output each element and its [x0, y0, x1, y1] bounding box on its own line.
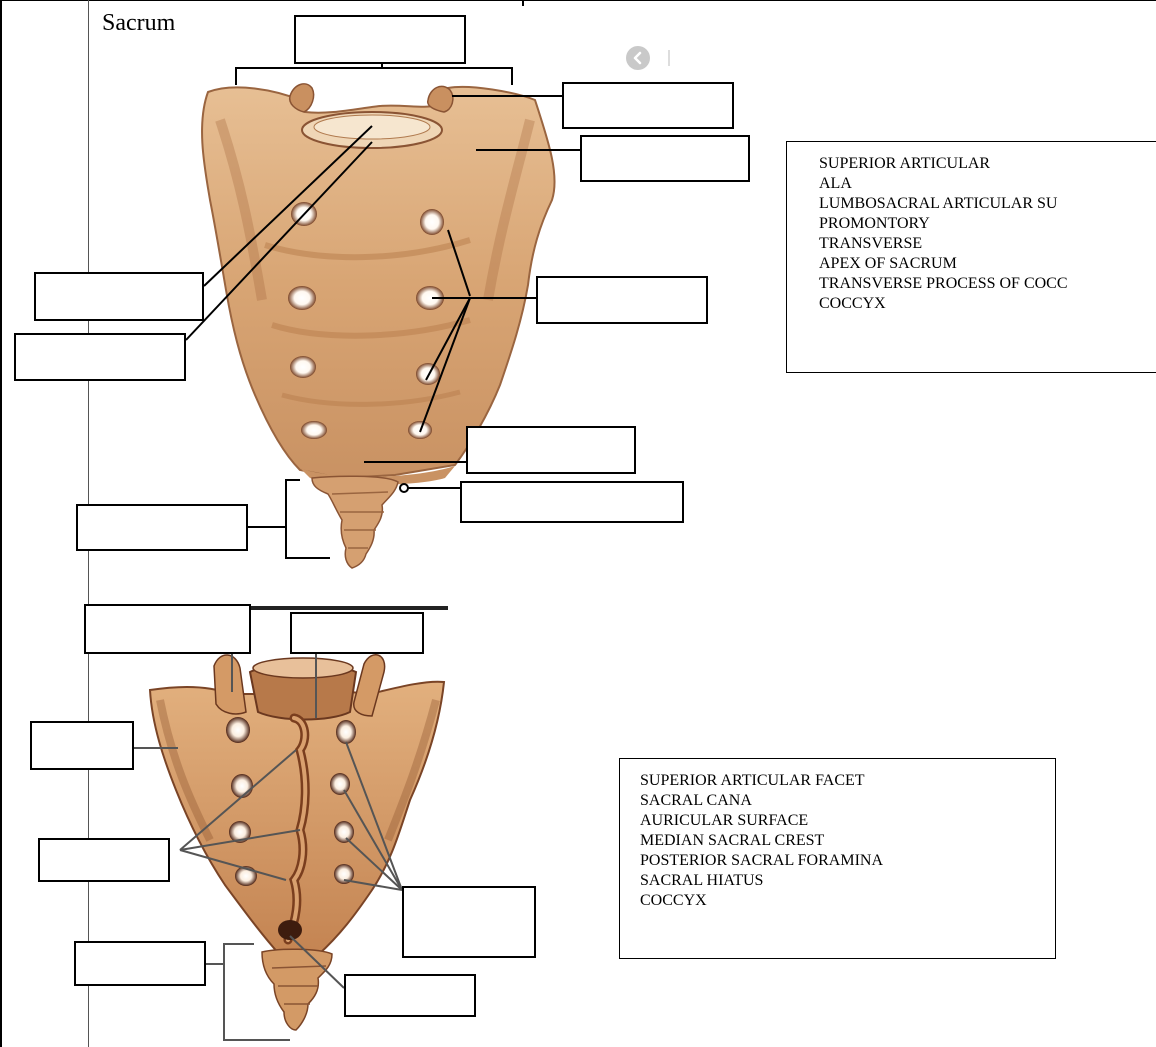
- word-bank-term: SACRAL HIATUS: [640, 871, 1055, 891]
- label-box-foramina[interactable]: [536, 276, 708, 324]
- label-box-median-sacral-crest[interactable]: [38, 838, 170, 882]
- label-box-sacral-hiatus[interactable]: [344, 974, 476, 1017]
- anterior-word-bank: SUPERIOR ARTICULAR ALA LUMBOSACRAL ARTIC…: [786, 141, 1156, 373]
- posterior-word-bank: SUPERIOR ARTICULAR FACET SACRAL CANA AUR…: [619, 758, 1056, 959]
- word-bank-term: AURICULAR SURFACE: [640, 811, 1055, 831]
- word-bank-term: TRANSVERSE PROCESS OF COCC: [819, 274, 1156, 294]
- label-box-posterior-sacral-foramina[interactable]: [402, 886, 536, 958]
- label-box-base[interactable]: [294, 15, 466, 64]
- label-box-superior-articular[interactable]: [562, 82, 734, 129]
- word-bank-term: LUMBOSACRAL ARTICULAR SU: [819, 194, 1156, 214]
- word-bank-term: POSTERIOR SACRAL FORAMINA: [640, 851, 1055, 871]
- posterior-coccyx: [262, 949, 332, 1030]
- label-box-promontory[interactable]: [14, 333, 186, 381]
- word-bank-term: PROMONTORY: [819, 214, 1156, 234]
- left-superior-articular-facet: [214, 655, 246, 714]
- word-bank-term: APEX OF SACRUM: [819, 254, 1156, 274]
- label-box-apex[interactable]: [466, 426, 636, 474]
- label-box-transverse-process-coccyx[interactable]: [460, 481, 684, 523]
- label-box-coccyx[interactable]: [76, 504, 248, 551]
- word-bank-term: COCCYX: [640, 891, 1055, 911]
- label-box-superior-articular-facet[interactable]: [84, 604, 251, 654]
- label-box-posterior-coccyx[interactable]: [74, 941, 206, 986]
- posterior-foramen: [231, 774, 253, 798]
- posterior-foramen: [336, 720, 356, 744]
- image-divider: [250, 606, 448, 610]
- word-bank-term: MEDIAN SACRAL CREST: [640, 831, 1055, 851]
- label-box-auricular-surface[interactable]: [30, 721, 134, 770]
- word-bank-term: ALA: [819, 174, 1156, 194]
- word-bank-term: SUPERIOR ARTICULAR: [819, 154, 1156, 174]
- label-box-ala[interactable]: [580, 135, 750, 182]
- word-bank-term: TRANSVERSE: [819, 234, 1156, 254]
- label-box-lumbosacral[interactable]: [34, 272, 204, 321]
- word-bank-term: SUPERIOR ARTICULAR FACET: [640, 771, 1055, 791]
- word-bank-term: COCCYX: [819, 294, 1156, 314]
- posterior-foramen: [334, 821, 354, 843]
- word-bank-term: SACRAL CANA: [640, 791, 1055, 811]
- label-box-sacral-canal[interactable]: [290, 612, 424, 654]
- posterior-foramen: [330, 773, 350, 795]
- posterior-foramen: [226, 717, 250, 743]
